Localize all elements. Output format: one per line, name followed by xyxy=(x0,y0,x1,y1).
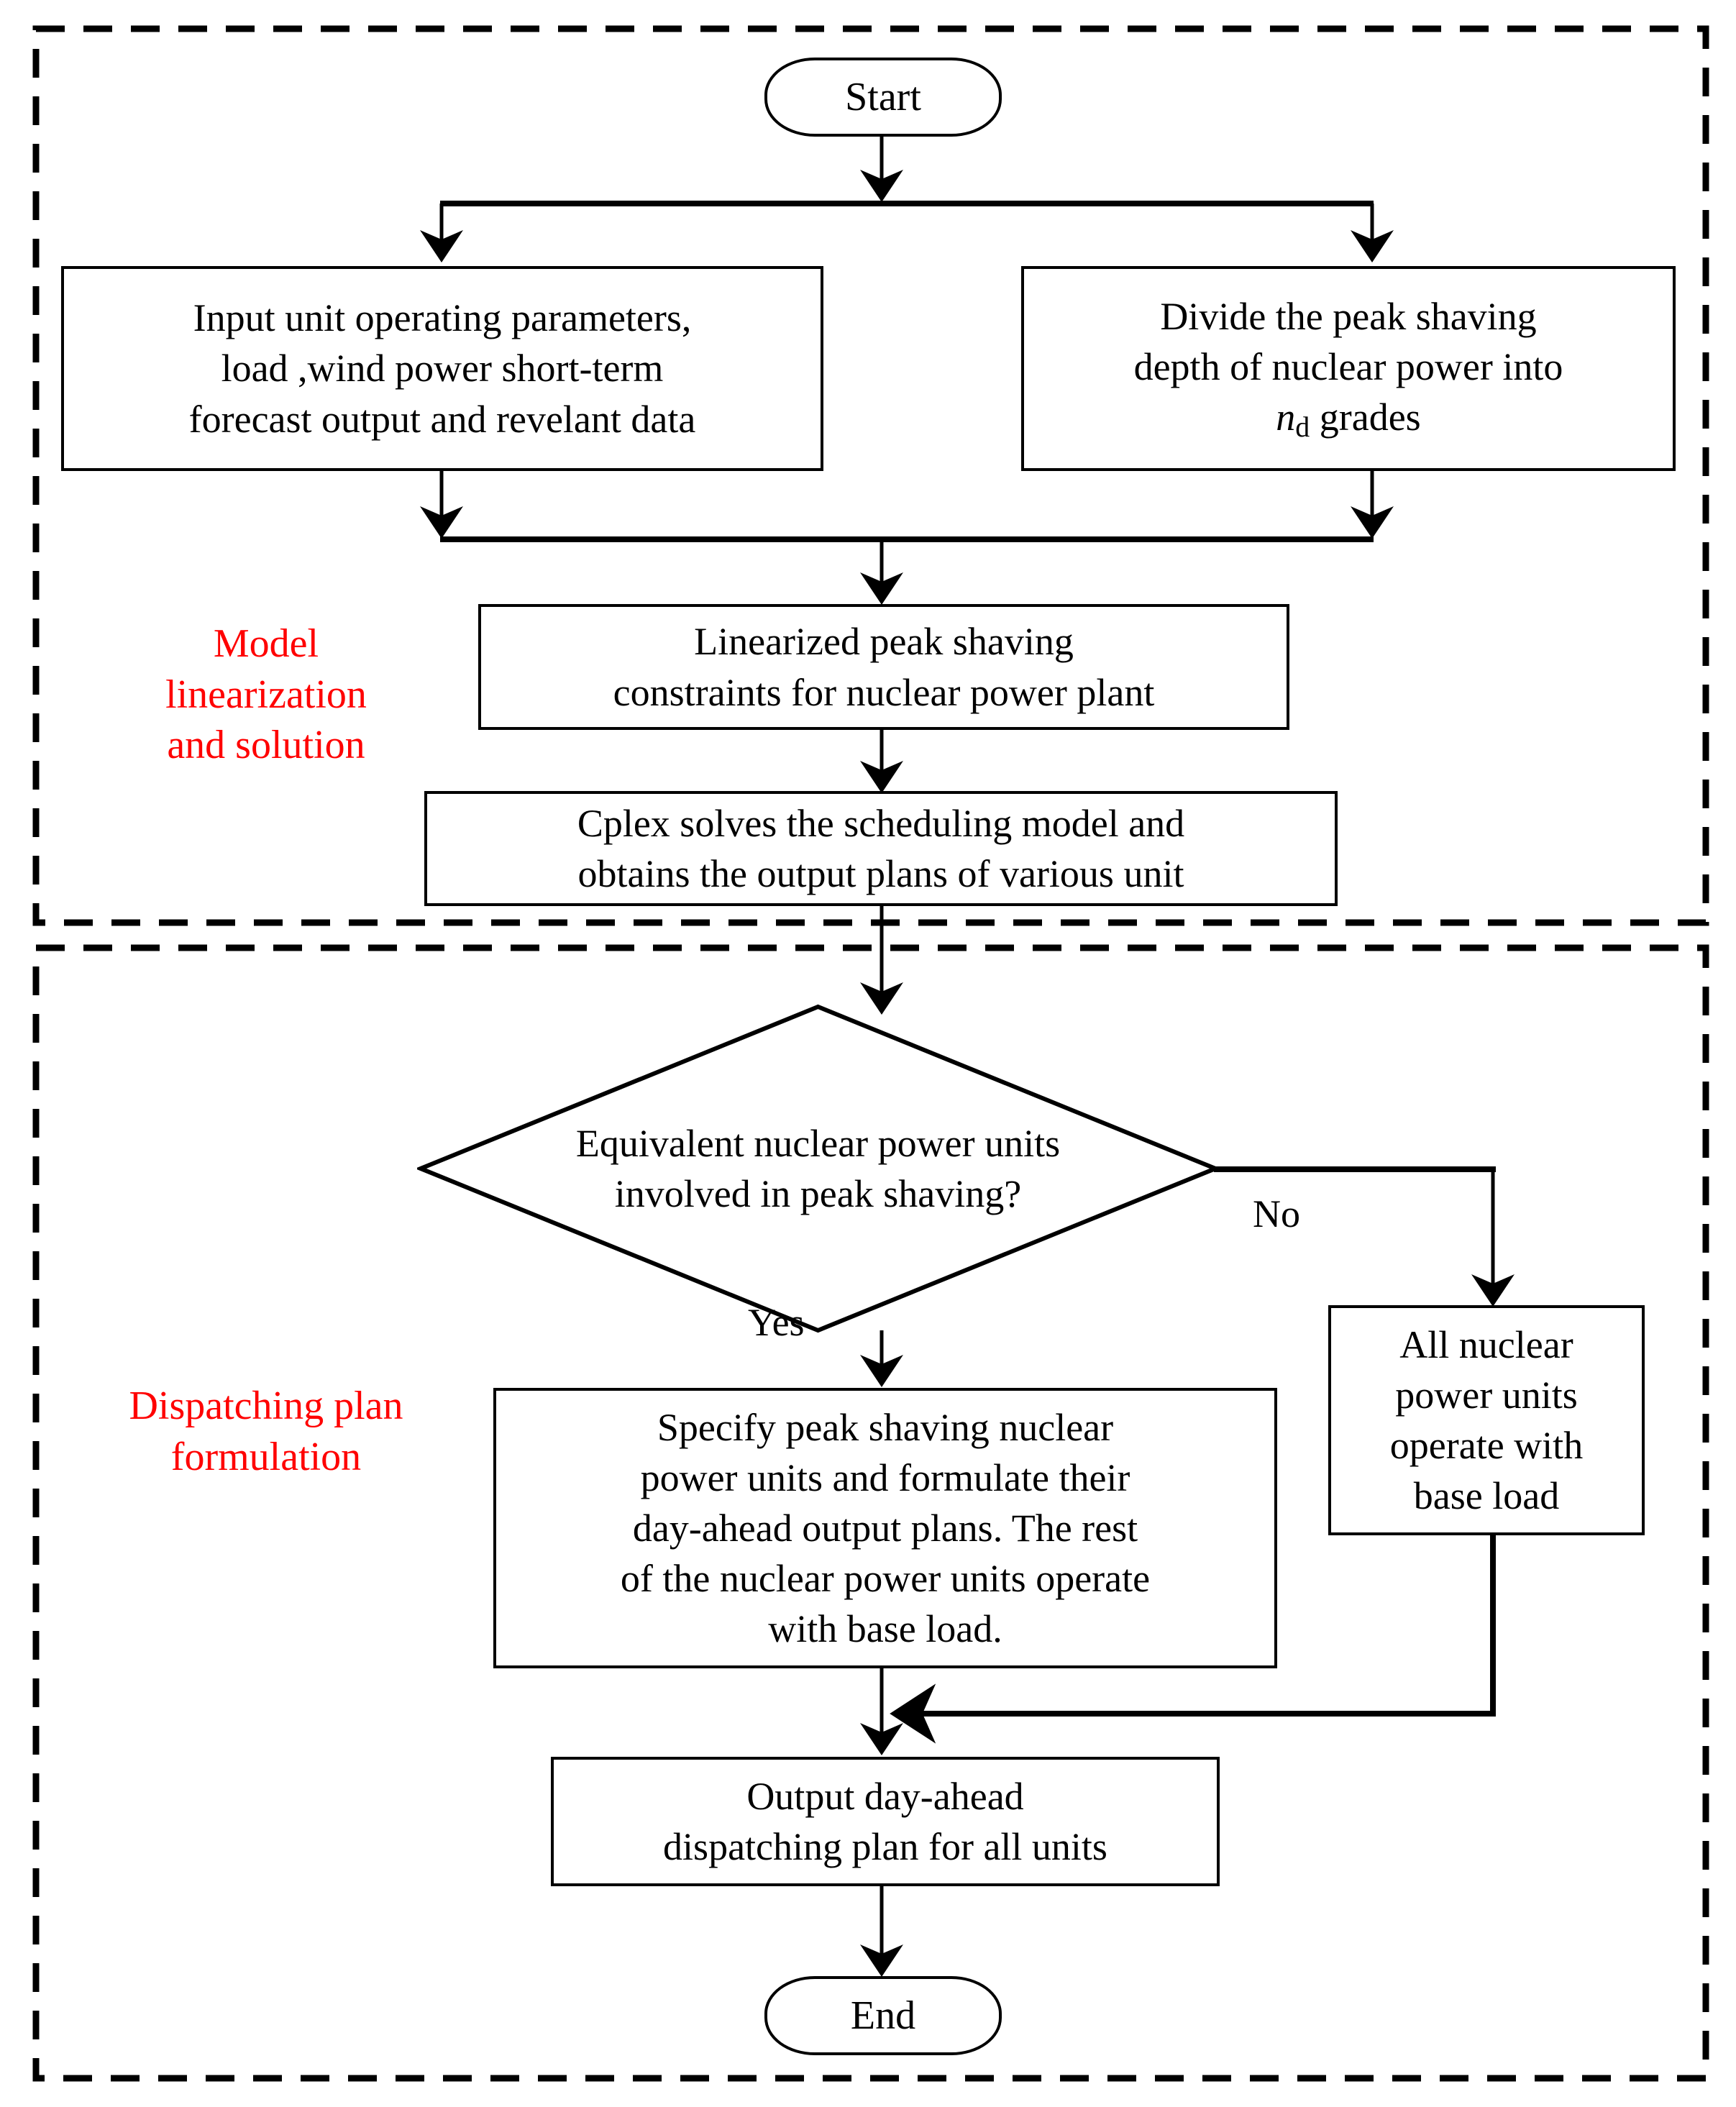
divide-line-3-post: grades xyxy=(1310,396,1421,439)
node-start-label: Start xyxy=(845,74,921,119)
node-end[interactable]: End xyxy=(764,1976,1002,2055)
edge-label-no: No xyxy=(1253,1192,1300,1235)
divide-symbol-d: d xyxy=(1295,411,1310,444)
node-cplex-solver[interactable]: Cplex solves the scheduling model and ob… xyxy=(424,791,1338,906)
node-all-base-load[interactable]: All nuclear power units operate with bas… xyxy=(1328,1305,1645,1535)
node-decision-peak-shaving[interactable]: Equivalent nuclear power units involved … xyxy=(417,1003,1219,1334)
node-start[interactable]: Start xyxy=(764,58,1002,137)
node-linearized-constraints[interactable]: Linearized peak shaving constraints for … xyxy=(478,604,1289,730)
phase-label-model-linearization: Model linearization and solution xyxy=(165,621,367,768)
node-cplex-solver-label: Cplex solves the scheduling model and ob… xyxy=(577,801,1185,895)
edge-label-yes: Yes xyxy=(748,1301,805,1344)
node-specify-peak-shaving-label: Specify peak shaving nuclear power units… xyxy=(620,1405,1151,1651)
node-input-parameters-label: Input unit operating parameters, load ,w… xyxy=(188,296,696,441)
node-input-parameters[interactable]: Input unit operating parameters, load ,w… xyxy=(61,266,823,471)
phase-1-boundary xyxy=(32,25,1709,926)
node-specify-peak-shaving[interactable]: Specify peak shaving nuclear power units… xyxy=(493,1388,1277,1668)
node-end-label: End xyxy=(850,1993,916,2038)
decision-diamond-shape xyxy=(417,1004,1219,1333)
node-linearized-constraints-label: Linearized peak shaving constraints for … xyxy=(613,620,1155,714)
phase-2-boundary xyxy=(32,944,1709,2082)
node-decision-label: Equivalent nuclear power units involved … xyxy=(575,1121,1061,1215)
divide-symbol-n: n xyxy=(1276,396,1296,439)
phase-label-dispatching-plan: Dispatching plan formulation xyxy=(129,1384,403,1479)
node-output-dispatching-plan-label: Output day-ahead dispatching plan for al… xyxy=(663,1774,1107,1868)
node-output-dispatching-plan[interactable]: Output day-ahead dispatching plan for al… xyxy=(551,1757,1220,1886)
node-all-base-load-label: All nuclear power units operate with bas… xyxy=(1389,1322,1584,1518)
divide-line-2: depth of nuclear power into xyxy=(1133,345,1563,389)
divide-line-1: Divide the peak shaving xyxy=(1160,294,1537,338)
node-divide-depth-label: Divide the peak shaving depth of nuclear… xyxy=(1031,291,1666,446)
node-divide-depth[interactable]: Divide the peak shaving depth of nuclear… xyxy=(1021,266,1676,471)
